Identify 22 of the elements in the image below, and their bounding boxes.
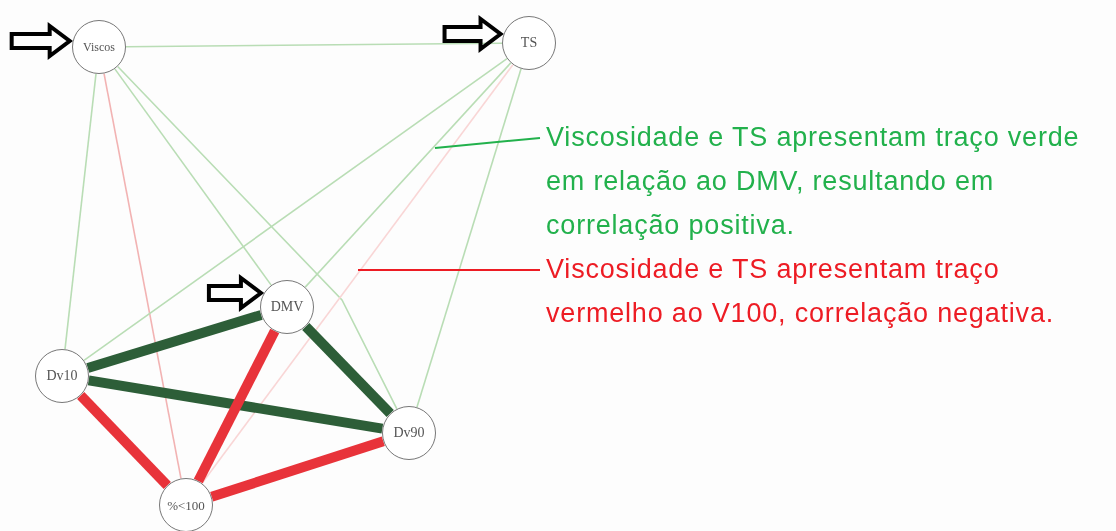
correlation-line [86, 310, 263, 373]
correlation-line [114, 68, 272, 286]
correlation-line [116, 65, 398, 410]
leader-line [357, 269, 541, 271]
block-arrow [442, 15, 504, 53]
block-arrow [206, 274, 265, 312]
correlation-line [304, 62, 512, 288]
correlation-line [87, 375, 384, 434]
leader-line [434, 137, 541, 149]
correlation-line [77, 392, 171, 489]
correlation-line [193, 328, 280, 484]
correlation-line [302, 322, 394, 418]
correlation-line [64, 73, 97, 350]
correlation-line [416, 68, 522, 408]
correlation-line [125, 42, 503, 48]
correlation-line [103, 72, 182, 480]
correlation-line [210, 436, 385, 502]
annotation-text: Viscosidade e TS apresentam traço vermelho ao V100, correlação negativa. [546, 253, 1056, 330]
block-arrow [9, 22, 73, 60]
correlation-line [201, 63, 514, 485]
annotation-text: Viscosidade e TS apresentam traço verde em relação ao DMV, resultando em correlação positiva. [546, 121, 1081, 242]
correlation-line [83, 57, 508, 362]
